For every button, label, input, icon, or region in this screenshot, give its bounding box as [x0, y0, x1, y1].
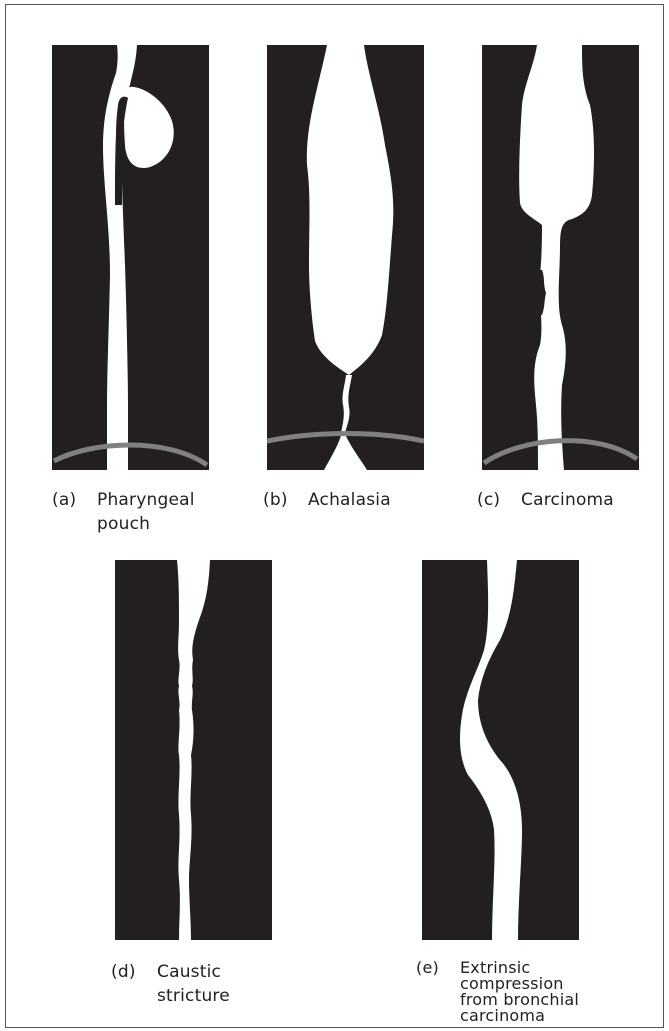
- caption-e: (e) Extrinsic compression from bronchial…: [416, 960, 616, 1022]
- caption-d-label: Caustic stricture: [157, 960, 230, 1008]
- panel-pharyngeal-pouch: [52, 45, 209, 470]
- caption-e-label: Extrinsic compression from bronchial car…: [460, 960, 579, 1024]
- caption-c-letter: (c): [477, 488, 500, 512]
- caption-d: (d) Caustic stricture: [111, 960, 281, 1010]
- panel-carcinoma: [482, 45, 639, 470]
- caption-e-letter: (e): [416, 960, 439, 976]
- compressed-lumen: [460, 560, 522, 940]
- panel-achalasia: [267, 45, 424, 470]
- panel-caustic-stricture: [115, 560, 272, 940]
- panel-extrinsic-compression: [422, 560, 579, 940]
- dilated-lumen: [307, 45, 394, 375]
- caustic-stricture-illustration: [115, 560, 272, 940]
- caption-b-label: Achalasia: [308, 488, 391, 512]
- narrowed-segment: [341, 375, 352, 433]
- caption-d-letter: (d): [111, 960, 136, 984]
- carcinoma-illustration: [482, 45, 639, 470]
- caption-c: (c) Carcinoma: [477, 488, 647, 514]
- caption-c-label: Carcinoma: [521, 488, 614, 512]
- pouch: [123, 87, 174, 168]
- caption-a: (a) Pharyngeal pouch: [52, 488, 222, 538]
- pharyngeal-pouch-illustration: [52, 45, 209, 470]
- caption-b-letter: (b): [263, 488, 288, 512]
- stricture-lumen: [177, 560, 210, 940]
- caption-b: (b) Achalasia: [263, 488, 433, 514]
- extrinsic-compression-illustration: [422, 560, 579, 940]
- diaphragm: [54, 445, 207, 465]
- caption-a-label: Pharyngeal pouch: [97, 488, 195, 536]
- caption-a-letter: (a): [52, 488, 76, 512]
- carcinoma-lumen: [519, 45, 594, 470]
- achalasia-illustration: [267, 45, 424, 470]
